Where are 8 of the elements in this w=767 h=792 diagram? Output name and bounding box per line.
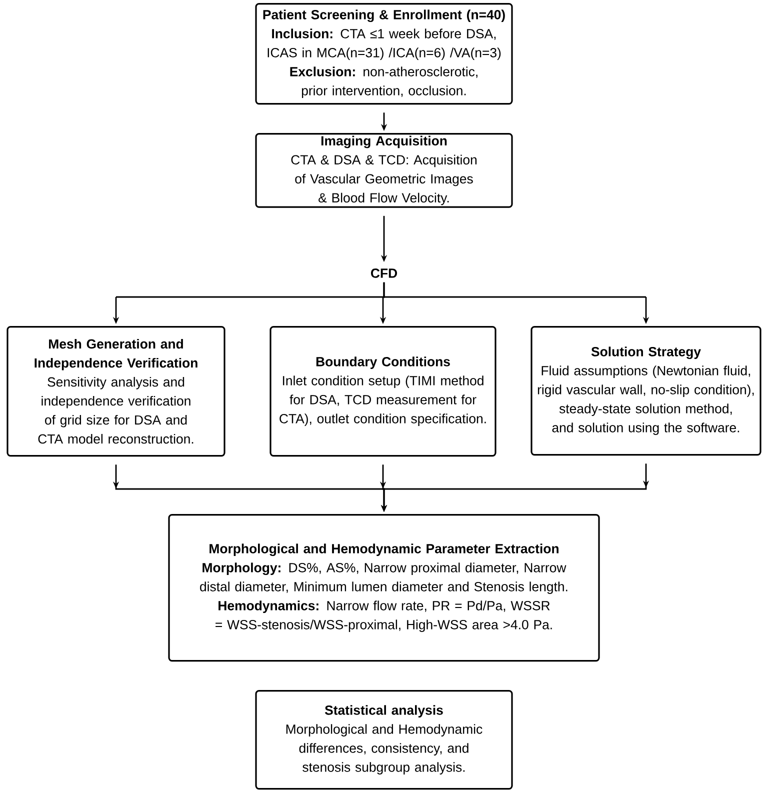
process-box: Boundary Conditions Inlet condition setup (TIMI method for DSA, TCD measurement for CTA), outlet condition specification.: [270, 326, 496, 457]
process-box: Patient Screening & Enrollment (n=40) Inclusion: CTA ≤1 week before DSA, ICAS in MCA(n=31) /ICA(n=6) /VA(n=3) Exclusion: non-atherosclerotic, prior intervention, occlusion.: [255, 3, 513, 105]
step-label: CFD: [370, 268, 398, 278]
process-box: Morphological and Hemodynamic Parameter Extraction Morphology: DS%, AS%, Narrow proximal diameter, Narrow distal diameter, Minimum lumen diameter and Stenosis length. Hemodynamics: Narrow flow rate, PR = Pd/Pa, WSSR = WSS-stenosis/WSS-proximal, High-WSS area >4.0 Pa.: [168, 514, 600, 662]
process-box: Imaging Acquisition CTA & DSA & TCD: Acquisition of Vascular Geometric Images & Blood Flow Velocity.: [255, 133, 513, 208]
process-box: Solution Strategy Fluid assumptions (Newtonian fluid, rigid vascular wall, no-slip condition), steady-state solution method, and solution using the software.: [530, 326, 762, 456]
process-box: Mesh Generation and Independence Verification Sensitivity analysis and independence verification of grid size for DSA and CTA model reconstruction.: [6, 326, 226, 457]
process-box: Statistical analysis Morphological and Hemodynamic differences, consistency, and stenosis subgroup analysis.: [255, 690, 513, 790]
